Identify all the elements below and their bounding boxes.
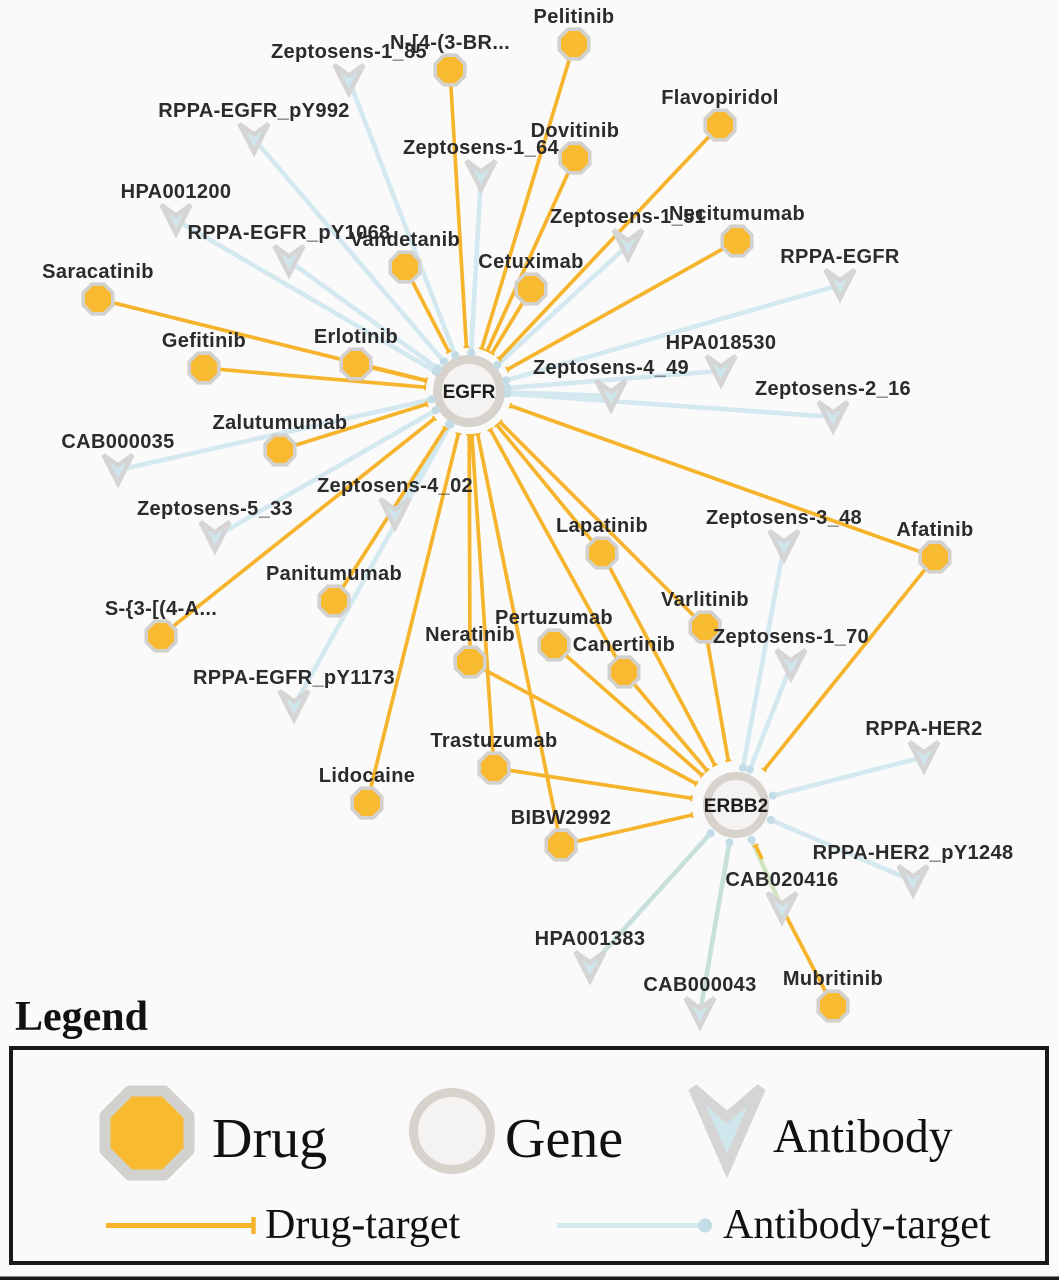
svg-text:Zeptosens-1_70: Zeptosens-1_70 (713, 626, 869, 648)
svg-text:Panitumumab: Panitumumab (266, 563, 402, 585)
svg-text:Gene: Gene (505, 1108, 623, 1170)
svg-text:Necitumumab: Necitumumab (669, 203, 805, 225)
svg-text:Afatinib: Afatinib (896, 519, 973, 541)
svg-text:ERBB2: ERBB2 (704, 796, 768, 817)
svg-text:Erlotinib: Erlotinib (314, 326, 398, 348)
svg-text:Cetuximab: Cetuximab (478, 251, 583, 273)
svg-text:Zeptosens-4_49: Zeptosens-4_49 (533, 357, 689, 379)
svg-text:Zeptosens-2_16: Zeptosens-2_16 (755, 378, 911, 400)
svg-text:RPPA-EGFR: RPPA-EGFR (780, 246, 900, 268)
svg-text:Flavopiridol: Flavopiridol (661, 87, 779, 109)
svg-text:CAB000035: CAB000035 (61, 431, 174, 453)
svg-text:Canertinib: Canertinib (573, 634, 675, 656)
svg-text:S-{3-[(4-A...: S-{3-[(4-A... (105, 598, 217, 620)
svg-text:Gefitinib: Gefitinib (162, 330, 246, 352)
svg-text:N-[4-(3-BR...: N-[4-(3-BR... (390, 32, 510, 54)
svg-text:Trastuzumab: Trastuzumab (430, 730, 557, 752)
svg-text:Saracatinib: Saracatinib (42, 261, 154, 283)
svg-text:HPA018530: HPA018530 (666, 332, 777, 354)
svg-text:Varlitinib: Varlitinib (661, 589, 749, 611)
svg-text:RPPA-HER2: RPPA-HER2 (865, 718, 982, 740)
svg-text:Dovitinib: Dovitinib (531, 120, 620, 142)
svg-text:Lapatinib: Lapatinib (556, 515, 648, 537)
svg-text:Antibody-target: Antibody-target (723, 1202, 991, 1248)
svg-text:Mubritinib: Mubritinib (783, 968, 883, 990)
svg-text:RPPA-EGFR_pY1173: RPPA-EGFR_pY1173 (193, 667, 395, 689)
svg-text:Legend: Legend (15, 994, 148, 1040)
svg-text:Lidocaine: Lidocaine (319, 765, 416, 787)
svg-text:RPPA-EGFR_pY992: RPPA-EGFR_pY992 (158, 100, 350, 122)
svg-text:Neratinib: Neratinib (425, 624, 515, 646)
svg-text:RPPA-HER2_pY1248: RPPA-HER2_pY1248 (813, 842, 1014, 864)
svg-text:Pertuzumab: Pertuzumab (495, 607, 613, 629)
svg-text:Antibody: Antibody (773, 1111, 953, 1163)
svg-text:Drug-target: Drug-target (265, 1202, 460, 1248)
svg-text:Zeptosens-5_33: Zeptosens-5_33 (137, 498, 293, 520)
svg-text:BIBW2992: BIBW2992 (511, 807, 612, 829)
svg-text:Drug: Drug (212, 1108, 327, 1170)
svg-text:RPPA-EGFR_pY1068: RPPA-EGFR_pY1068 (187, 222, 390, 244)
svg-text:CAB020416: CAB020416 (725, 869, 838, 891)
svg-text:Zeptosens-1_64: Zeptosens-1_64 (403, 137, 560, 159)
svg-text:CAB000043: CAB000043 (643, 974, 756, 996)
svg-text:Zeptosens-1_85: Zeptosens-1_85 (271, 41, 427, 63)
svg-text:Zalutumumab: Zalutumumab (213, 412, 348, 434)
svg-text:EGFR: EGFR (443, 382, 496, 403)
svg-text:Zeptosens-1_51: Zeptosens-1_51 (550, 206, 706, 228)
svg-text:HPA001383: HPA001383 (535, 928, 646, 950)
svg-text:Vandetanib: Vandetanib (350, 229, 460, 251)
svg-text:Zeptosens-3_48: Zeptosens-3_48 (706, 507, 862, 529)
svg-text:HPA001200: HPA001200 (121, 181, 232, 203)
svg-text:Zeptosens-4_02: Zeptosens-4_02 (317, 475, 473, 497)
svg-text:Pelitinib: Pelitinib (534, 6, 615, 28)
